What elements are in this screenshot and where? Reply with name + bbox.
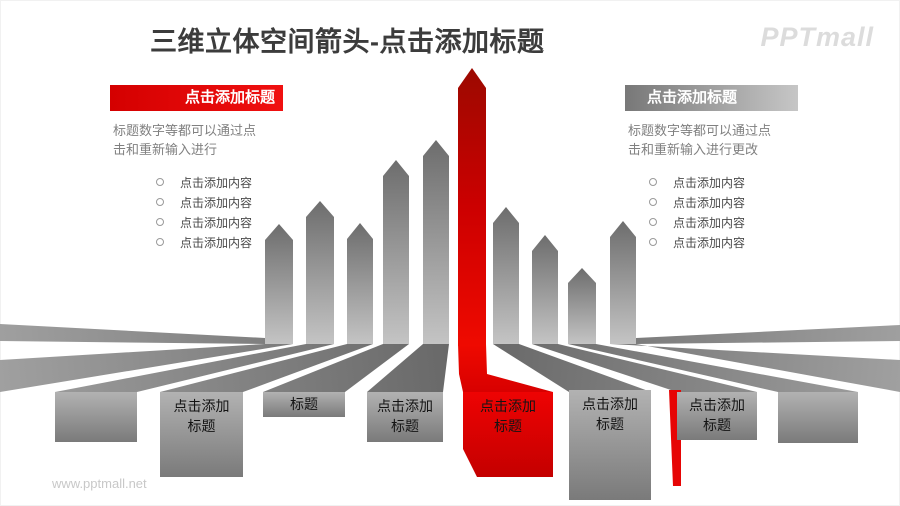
box5-label-text: 点击添加标题: [480, 398, 536, 434]
right-description-line1: 标题数字等都可以通过点: [628, 123, 772, 138]
box5-label-red: 点击添加标题: [463, 396, 553, 436]
trail-arrow2-box1: [55, 344, 334, 392]
box4-label: 点击添加标题: [367, 396, 443, 436]
arrow-3: [347, 223, 373, 344]
bullet-text: 点击添加内容: [673, 215, 746, 230]
bullet-text: 点击添加内容: [673, 235, 746, 250]
trail-edge-left: [0, 344, 293, 392]
arrow-center-red: [458, 68, 486, 346]
page-title: 三维立体空间箭头-点击添加标题: [150, 27, 545, 57]
bullet-text: 点击添加内容: [180, 215, 253, 230]
bullet-text: 点击添加内容: [180, 195, 253, 210]
trail-edge-right: [610, 344, 900, 392]
left-bullet-list: 点击添加内容 点击添加内容 点击添加内容 点击添加内容: [156, 172, 252, 252]
label-box-7: [677, 392, 757, 440]
list-item: 点击添加内容: [156, 212, 252, 232]
list-item: 点击添加内容: [649, 172, 745, 192]
bullet-text: 点击添加内容: [180, 175, 253, 190]
arrow-5: [423, 140, 449, 344]
left-description: 标题数字等都可以通过点 击和重新输入进行: [113, 121, 256, 159]
bullet-circle-icon: [649, 218, 657, 226]
trail-thin-left: [0, 324, 265, 344]
trail-arrow8-box7: [532, 344, 757, 392]
arrow-2: [306, 201, 334, 344]
bullet-text: 点击添加内容: [180, 235, 253, 250]
right-description: 标题数字等都可以通过点 击和重新输入进行更改: [628, 121, 771, 159]
box6-label: 点击添加标题: [569, 394, 651, 434]
trail-arrow3-box2: [160, 344, 373, 392]
list-item: 点击添加内容: [156, 172, 252, 192]
label-box-2: [160, 392, 243, 477]
trail-thin-right: [636, 325, 900, 344]
box2-label: 点击添加标题: [160, 396, 243, 436]
label-box-8: [778, 392, 858, 443]
bullet-circle-icon: [156, 238, 164, 246]
list-item: 点击添加内容: [649, 232, 745, 252]
watermark-url: www.pptmall.net: [52, 476, 147, 491]
list-item: 点击添加内容: [156, 232, 252, 252]
arrow-10: [610, 221, 636, 344]
right-description-line2: 击和重新输入进行更改: [628, 142, 759, 157]
label-box-4: [367, 392, 443, 442]
trail-arrow9-box8: [568, 344, 858, 392]
bullet-circle-icon: [156, 198, 164, 206]
left-description-line2: 击和重新输入进行: [113, 142, 218, 157]
arrow-9: [568, 268, 596, 344]
trail-arrow7-box6: [493, 344, 651, 392]
bullet-text: 点击添加内容: [673, 195, 746, 210]
arrow-4: [383, 160, 409, 344]
label-box-3: [263, 392, 345, 417]
box4-label-text: 点击添加标题: [377, 398, 433, 434]
label-box-6: [569, 390, 651, 500]
list-item: 点击添加内容: [649, 212, 745, 232]
box6-label-text: 点击添加标题: [582, 396, 638, 432]
arrow-1: [265, 224, 293, 344]
arrow-7: [493, 207, 519, 344]
bullet-circle-icon: [649, 238, 657, 246]
bullet-circle-icon: [156, 218, 164, 226]
box7-label-text: 点击添加标题: [689, 397, 745, 433]
bullet-circle-icon: [649, 178, 657, 186]
arrow-8: [532, 235, 558, 344]
box3-label-text: 标题: [290, 396, 318, 412]
trail-arrow5-box4: [367, 344, 449, 392]
right-title-banner: 点击添加标题: [625, 85, 798, 111]
box7-label: 点击添加标题: [677, 395, 757, 435]
left-title-banner: 点击添加标题: [110, 85, 283, 111]
label-box-1: [55, 392, 137, 442]
left-description-line1: 标题数字等都可以通过点: [113, 123, 257, 138]
bullet-circle-icon: [156, 178, 164, 186]
bullet-circle-icon: [649, 198, 657, 206]
pptmall-logo: PPTmall: [760, 22, 874, 52]
trail-arrow4-box3: [263, 344, 409, 392]
bullet-text: 点击添加内容: [673, 175, 746, 190]
box2-label-text: 点击添加标题: [173, 398, 230, 434]
trail-red-center: [458, 344, 553, 392]
right-bullet-list: 点击添加内容 点击添加内容 点击添加内容 点击添加内容: [649, 172, 745, 252]
list-item: 点击添加内容: [649, 192, 745, 212]
label-box-5-red: [463, 392, 553, 477]
list-item: 点击添加内容: [156, 192, 252, 212]
box3-label: 标题: [263, 394, 345, 414]
